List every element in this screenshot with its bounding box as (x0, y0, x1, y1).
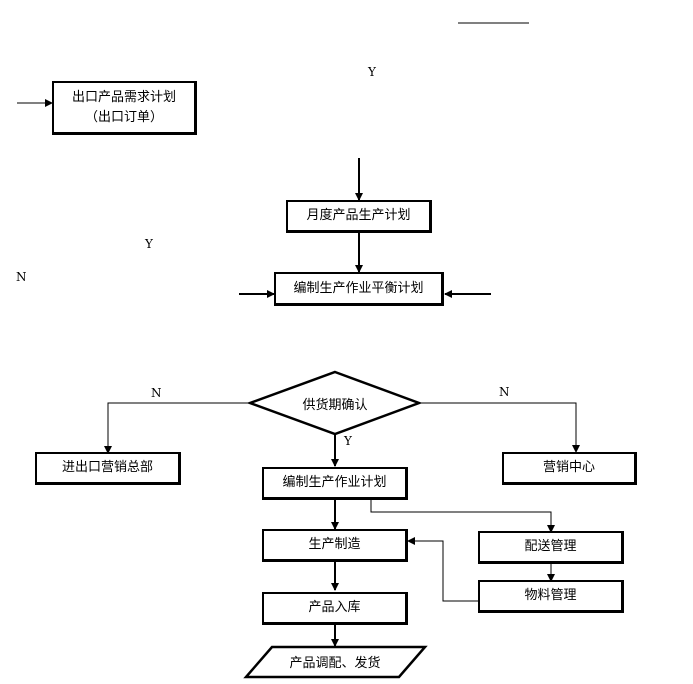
production-plan-box: 编制生产作业计划 (262, 467, 408, 500)
dispatch-parallelogram (243, 645, 428, 679)
export-demand-box: 出口产品需求计划 （出口订单） (52, 81, 197, 135)
warehousing-box: 产品入库 (262, 592, 408, 625)
monthly-plan-label: 月度产品生产计划 (306, 208, 411, 223)
dispatch-label: 产品调配、发货 (289, 656, 381, 671)
import-export-hq-box: 进出口营销总部 (35, 452, 181, 485)
balance-plan-label: 编制生产作业平衡计划 (293, 280, 424, 296)
arrow-materials-to-manufacturing (407, 537, 479, 602)
balance-plan-box: 编制生产作业平衡计划 (274, 272, 444, 306)
production-plan-label: 编制生产作业计划 (282, 475, 387, 490)
arrow-decision-to-marketing (419, 402, 580, 453)
distribution-label: 配送管理 (524, 539, 577, 554)
import-export-hq-label: 进出口营销总部 (61, 460, 153, 475)
decision-label: 供货期确认 (302, 398, 368, 413)
label-n-right: N (499, 385, 510, 399)
label-y-mid: Y (145, 237, 153, 251)
marketing-center-label: 营销中心 (542, 460, 595, 475)
manufacturing-box: 生产制造 (262, 529, 408, 562)
monthly-plan-box: 月度产品生产计划 (286, 200, 432, 233)
distribution-box: 配送管理 (478, 531, 624, 564)
materials-box: 物料管理 (478, 580, 624, 613)
arrow-plan-to-distribution (370, 499, 555, 533)
label-y-top: Y (368, 65, 376, 79)
marketing-center-box: 营销中心 (502, 452, 637, 485)
export-demand-title: 出口产品需求计划 (71, 89, 176, 105)
export-demand-subtitle: （出口订单） (84, 109, 163, 125)
warehousing-label: 产品入库 (308, 600, 361, 615)
label-n-left: N (151, 386, 162, 400)
manufacturing-label: 生产制造 (308, 537, 361, 552)
materials-label: 物料管理 (524, 588, 577, 603)
label-n-mid: N (16, 270, 27, 284)
arrow-decision-to-hq (104, 402, 250, 454)
label-y-decision: Y (344, 434, 352, 448)
